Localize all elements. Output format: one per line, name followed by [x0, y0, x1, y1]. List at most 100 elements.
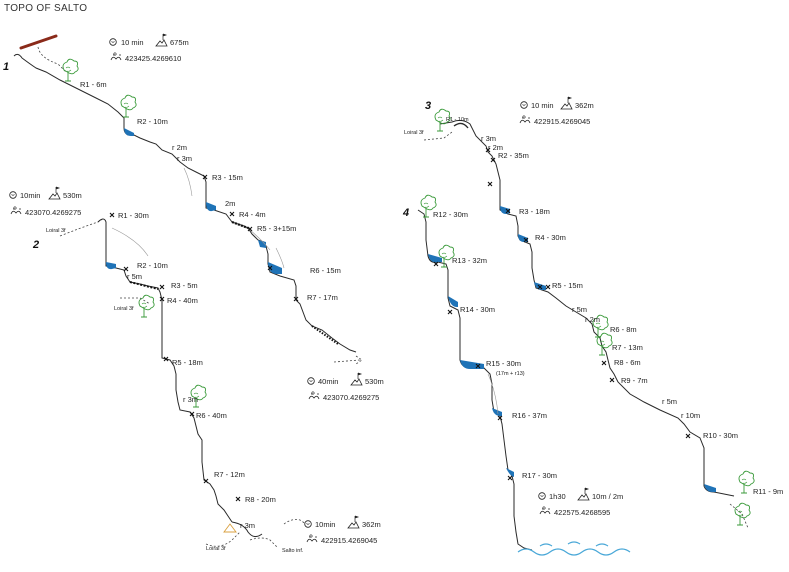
summit-flag-icon — [560, 96, 573, 110]
bolt-anchor-icon — [123, 266, 129, 272]
rappel-label: R6 - 15m — [310, 266, 341, 275]
exit-time: 10min — [315, 520, 335, 529]
rappel-label: R1 - 10m — [446, 117, 469, 123]
section-3-route — [423, 108, 755, 529]
rappel-label: R6 - 40m — [196, 411, 227, 420]
downclimb-label: r 2m — [585, 315, 600, 324]
section-2-route — [59, 212, 307, 549]
clock-icon — [520, 101, 528, 109]
trail-label: Loiral 3f — [206, 546, 226, 552]
exit-time: 1h30 — [549, 492, 566, 501]
rappel-label: R5 - 18m — [172, 358, 203, 367]
coordinates-icon — [10, 206, 22, 215]
rappel-label: R14 - 30m — [460, 305, 495, 314]
coordinates: 422575.4268595 — [554, 508, 610, 517]
bolt-anchor-icon — [545, 284, 551, 290]
bolt-anchor-icon — [229, 211, 235, 217]
rappel-label: R13 - 32m — [452, 256, 487, 265]
section-3-number: 3 — [425, 100, 431, 112]
rappel-label: R3 - 15m — [212, 173, 243, 182]
trail-label: Loiral 3f — [404, 130, 424, 136]
downclimb-label: r 5m — [127, 272, 142, 281]
rappel-label: R5 - 15m — [552, 281, 583, 290]
rappel-label: R7 - 13m — [612, 343, 643, 352]
tree-icon — [138, 294, 155, 318]
rappel-label: R2 - 10m — [137, 117, 168, 126]
coordinates-icon — [308, 391, 320, 400]
rappel-label: R4 - 4m — [239, 210, 266, 219]
page-title: TOPO OF SALTO — [4, 3, 87, 14]
downclimb-label: r 10m — [681, 411, 700, 420]
coordinates-icon — [519, 115, 531, 124]
coordinates: 422915.4269045 — [321, 536, 377, 545]
exit-time: 40min — [318, 377, 338, 386]
rappel-label: R2 - 35m — [498, 151, 529, 160]
rappel-label: R11 - 9m — [753, 487, 783, 496]
coordinates-icon — [539, 506, 551, 515]
log-obstacle — [19, 34, 58, 50]
section-2-exit-info: 10min 362m 422915.4269045 — [304, 515, 381, 545]
downclimb-label: r 2m — [488, 143, 503, 152]
rappel-label: R3 - 5m — [171, 281, 198, 290]
bolt-anchor-icon — [235, 496, 241, 502]
clock-icon — [109, 38, 117, 46]
approach-time: 10min — [20, 191, 40, 200]
rappel-note: (17m + r13) — [496, 371, 525, 377]
approach-time: 10 min — [121, 38, 144, 47]
rappel-label: R5 - 3+15m — [257, 224, 296, 233]
downclimb-label: r 3m — [183, 395, 198, 404]
rappel-label: R2 - 10m — [137, 261, 168, 270]
downclimb-label: r 5m — [662, 397, 677, 406]
rappel-label: R4 - 40m — [167, 296, 198, 305]
bolt-anchor-icon — [159, 284, 165, 290]
section-1-exit-info: 40min 530m 423070.4269275 — [307, 372, 384, 402]
coordinates-icon — [306, 534, 318, 543]
section-4-route — [417, 194, 631, 556]
bolt-anchor-icon — [109, 212, 115, 218]
rappel-label: R6 - 8m — [610, 325, 637, 334]
section-4-exit-info: 1h30 10m / 2m 422575.4268595 — [538, 487, 623, 517]
bolt-anchor-icon — [447, 309, 453, 315]
rappel-label: R12 - 30m — [433, 210, 468, 219]
rappel-label: R4 - 30m — [535, 233, 566, 242]
coordinates: 423070.4269275 — [25, 208, 81, 217]
section-1-info: 10 min 675m 423425.4269610 — [109, 33, 189, 63]
tree-icon — [738, 470, 755, 494]
summit-flag-icon — [350, 372, 363, 386]
coordinates: 423425.4269610 — [125, 54, 181, 63]
approach-time: 10 min — [531, 101, 554, 110]
summit-flag-icon — [155, 33, 168, 47]
rappel-label: R1 - 6m — [80, 80, 107, 89]
coordinates-icon — [110, 52, 122, 61]
trail-label: Loiral 3f — [46, 228, 66, 234]
rappel-label: R8 - 6m — [614, 358, 641, 367]
elevation: 675m — [170, 38, 189, 47]
section-2-number: 2 — [32, 239, 39, 251]
downclimb-label: r 5m — [572, 305, 587, 314]
rappel-label: R8 - 20m — [245, 495, 276, 504]
rappel-label: R10 - 30m — [703, 431, 738, 440]
coordinates: 422915.4269045 — [534, 117, 590, 126]
bolt-anchor-icon — [487, 181, 493, 187]
rappel-label: R1 - 30m — [118, 211, 149, 220]
section-1-number: 1 — [3, 61, 9, 73]
summit-flag-icon — [577, 487, 590, 501]
summit-flag-icon — [48, 186, 61, 200]
elevation: 10m / 2m — [592, 492, 623, 501]
elevation: 362m — [575, 101, 594, 110]
rappel-label: R3 - 18m — [519, 207, 550, 216]
coordinates: 423070.4269275 — [323, 393, 379, 402]
section-3-info: 10 min 362m 422915.4269045 — [519, 96, 594, 126]
tree-icon — [120, 94, 137, 118]
clock-icon — [304, 520, 312, 528]
clock-icon — [307, 377, 315, 385]
rappel-label: R7 - 17m — [307, 293, 338, 302]
section-1-route — [13, 34, 363, 365]
summit-flag-icon — [347, 515, 360, 529]
elevation: 362m — [362, 520, 381, 529]
clock-icon — [538, 492, 546, 500]
tree-icon — [734, 502, 751, 526]
section-4-number: 4 — [402, 207, 409, 219]
warning-icon — [223, 523, 237, 533]
